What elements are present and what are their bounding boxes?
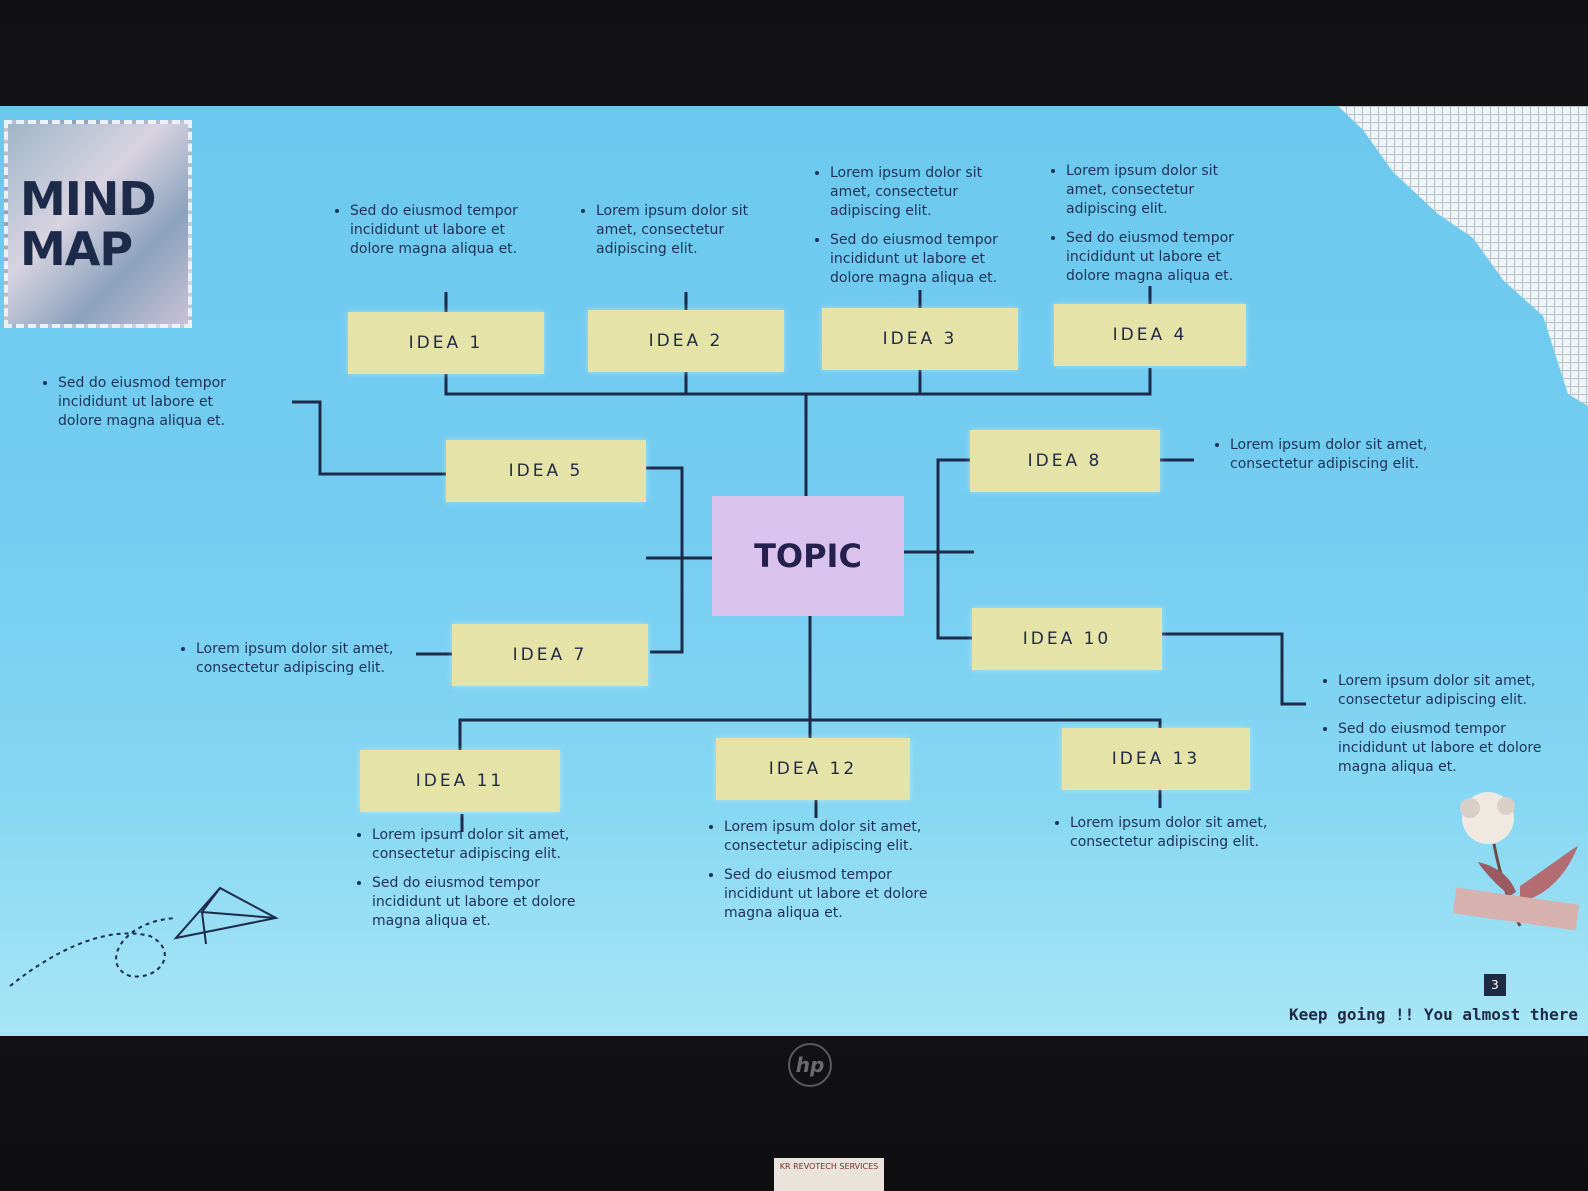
- page-number-badge: 3: [1484, 974, 1506, 996]
- idea-4-notes: Lorem ipsum dolor sit amet, consectetur …: [1050, 162, 1260, 296]
- idea-4-box: IDEA 4: [1054, 304, 1246, 366]
- idea-11-notes: Lorem ipsum dolor sit amet, consectetur …: [356, 826, 576, 941]
- note-item: Sed do eiusmod tempor incididunt ut labo…: [724, 866, 928, 923]
- idea-2-notes: Lorem ipsum dolor sit amet, consectetur …: [580, 202, 790, 269]
- paper-plane-doodle: [9, 886, 279, 987]
- idea-1-box: IDEA 1: [348, 312, 544, 374]
- idea-10-box: IDEA 10: [972, 608, 1162, 670]
- note-item: Lorem ipsum dolor sit amet, consectetur …: [372, 826, 576, 864]
- idea-5-box: IDEA 5: [446, 440, 646, 502]
- idea-8-notes: Lorem ipsum dolor sit amet, consectetur …: [1214, 436, 1434, 484]
- title-line-1: MIND: [20, 172, 157, 226]
- idea-7-box: IDEA 7: [452, 624, 648, 686]
- idea-8-box: IDEA 8: [970, 430, 1160, 492]
- note-item: Sed do eiusmod tempor incididunt ut labo…: [372, 874, 576, 931]
- note-item: Lorem ipsum dolor sit amet, consectetur …: [596, 202, 790, 259]
- note-item: Sed do eiusmod tempor incididunt ut labo…: [1066, 229, 1260, 286]
- footer-message: Keep going !! You almost there: [1289, 1005, 1578, 1024]
- connector-lines: [9, 286, 1580, 987]
- topic-box: TOPIC: [712, 496, 904, 616]
- slide-title: MIND MAP: [20, 172, 157, 276]
- idea-12-box: IDEA 12: [716, 738, 910, 800]
- idea-1-notes: Sed do eiusmod tempor incididunt ut labo…: [334, 202, 534, 269]
- note-item: Sed do eiusmod tempor incididunt ut labo…: [830, 231, 1024, 288]
- note-item: Lorem ipsum dolor sit amet, consectetur …: [1070, 814, 1274, 852]
- note-item: Sed do eiusmod tempor incididunt ut labo…: [58, 374, 242, 431]
- note-item: Sed do eiusmod tempor incididunt ut labo…: [1338, 720, 1542, 777]
- note-item: Lorem ipsum dolor sit amet, consectetur …: [1066, 162, 1260, 219]
- note-item: Lorem ipsum dolor sit amet, consectetur …: [830, 164, 1024, 221]
- idea-3-box: IDEA 3: [822, 308, 1018, 370]
- idea-10-notes: Lorem ipsum dolor sit amet, consectetur …: [1322, 672, 1542, 787]
- idea-11-box: IDEA 11: [360, 750, 560, 812]
- idea-12-notes: Lorem ipsum dolor sit amet, consectetur …: [708, 818, 928, 933]
- slide-screen: MIND MAP: [0, 106, 1588, 1036]
- hp-logo-icon: hp: [788, 1043, 832, 1087]
- service-sticker: KR REVOTECH SERVICES: [774, 1158, 884, 1191]
- note-item: Lorem ipsum dolor sit amet, consectetur …: [196, 640, 410, 678]
- idea-5-notes: Sed do eiusmod tempor incididunt ut labo…: [42, 374, 242, 441]
- note-item: Lorem ipsum dolor sit amet, consectetur …: [724, 818, 928, 856]
- idea-13-box: IDEA 13: [1062, 728, 1250, 790]
- title-stamp-card: MIND MAP: [4, 120, 192, 328]
- idea-3-notes: Lorem ipsum dolor sit amet, consectetur …: [814, 164, 1024, 298]
- note-item: Sed do eiusmod tempor incididunt ut labo…: [350, 202, 534, 259]
- flower-illustration: [1452, 792, 1580, 931]
- idea-13-notes: Lorem ipsum dolor sit amet, consectetur …: [1054, 814, 1274, 862]
- note-item: Lorem ipsum dolor sit amet, consectetur …: [1230, 436, 1434, 474]
- title-line-2: MAP: [20, 222, 133, 276]
- note-item: Lorem ipsum dolor sit amet, consectetur …: [1338, 672, 1542, 710]
- idea-7-notes: Lorem ipsum dolor sit amet, consectetur …: [180, 640, 410, 688]
- idea-2-box: IDEA 2: [588, 310, 784, 372]
